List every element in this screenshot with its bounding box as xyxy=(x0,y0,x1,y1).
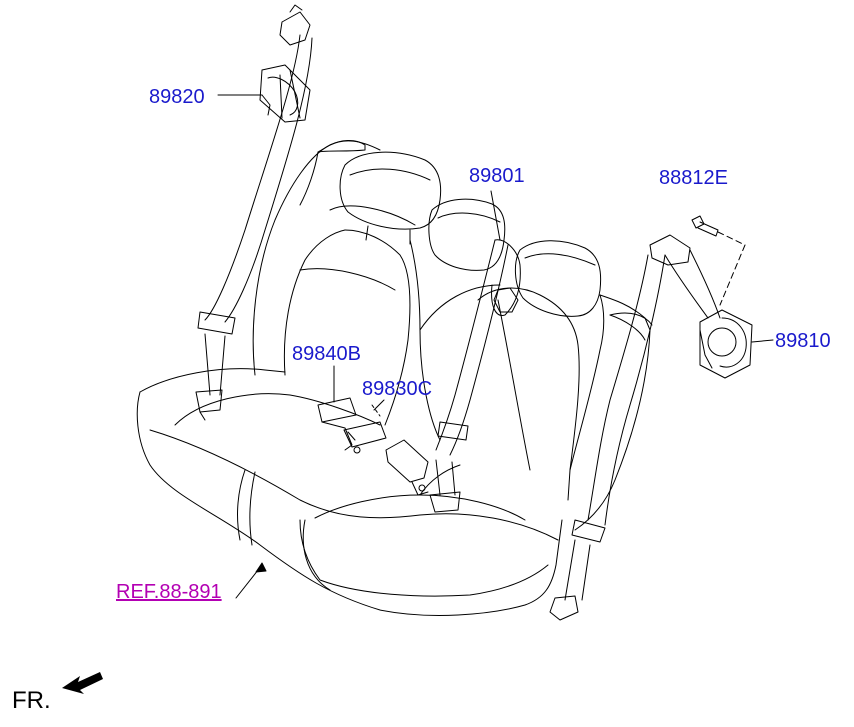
buckle-89840B xyxy=(317,397,387,454)
buckle-89830C xyxy=(371,404,429,496)
left-seat-belt xyxy=(195,4,313,421)
seat-cushion xyxy=(136,368,563,616)
left-headrest xyxy=(339,151,442,245)
bolt-88812E xyxy=(691,215,746,306)
center-headrest xyxy=(428,198,506,271)
label-89801: 89801 xyxy=(469,165,525,187)
front-direction-label: FR. xyxy=(12,687,51,714)
label-89810: 89810 xyxy=(775,330,831,352)
left-seat-back xyxy=(252,140,416,426)
label-ref-88-891: REF.88-891 xyxy=(116,581,222,603)
label-89820: 89820 xyxy=(149,86,205,108)
right-headrest xyxy=(515,240,602,317)
retractor-89820 xyxy=(259,64,311,123)
label-89840B: 89840B xyxy=(292,343,361,365)
arrow-icon xyxy=(62,672,103,694)
center-seat-belt xyxy=(429,239,521,513)
label-88812E: 88812E xyxy=(659,167,728,189)
label-89830C: 89830C xyxy=(362,378,433,400)
retractor-89810 xyxy=(699,309,753,379)
right-seat-back xyxy=(409,239,653,531)
right-seat-belt xyxy=(549,234,721,621)
leader-lines xyxy=(217,94,774,599)
